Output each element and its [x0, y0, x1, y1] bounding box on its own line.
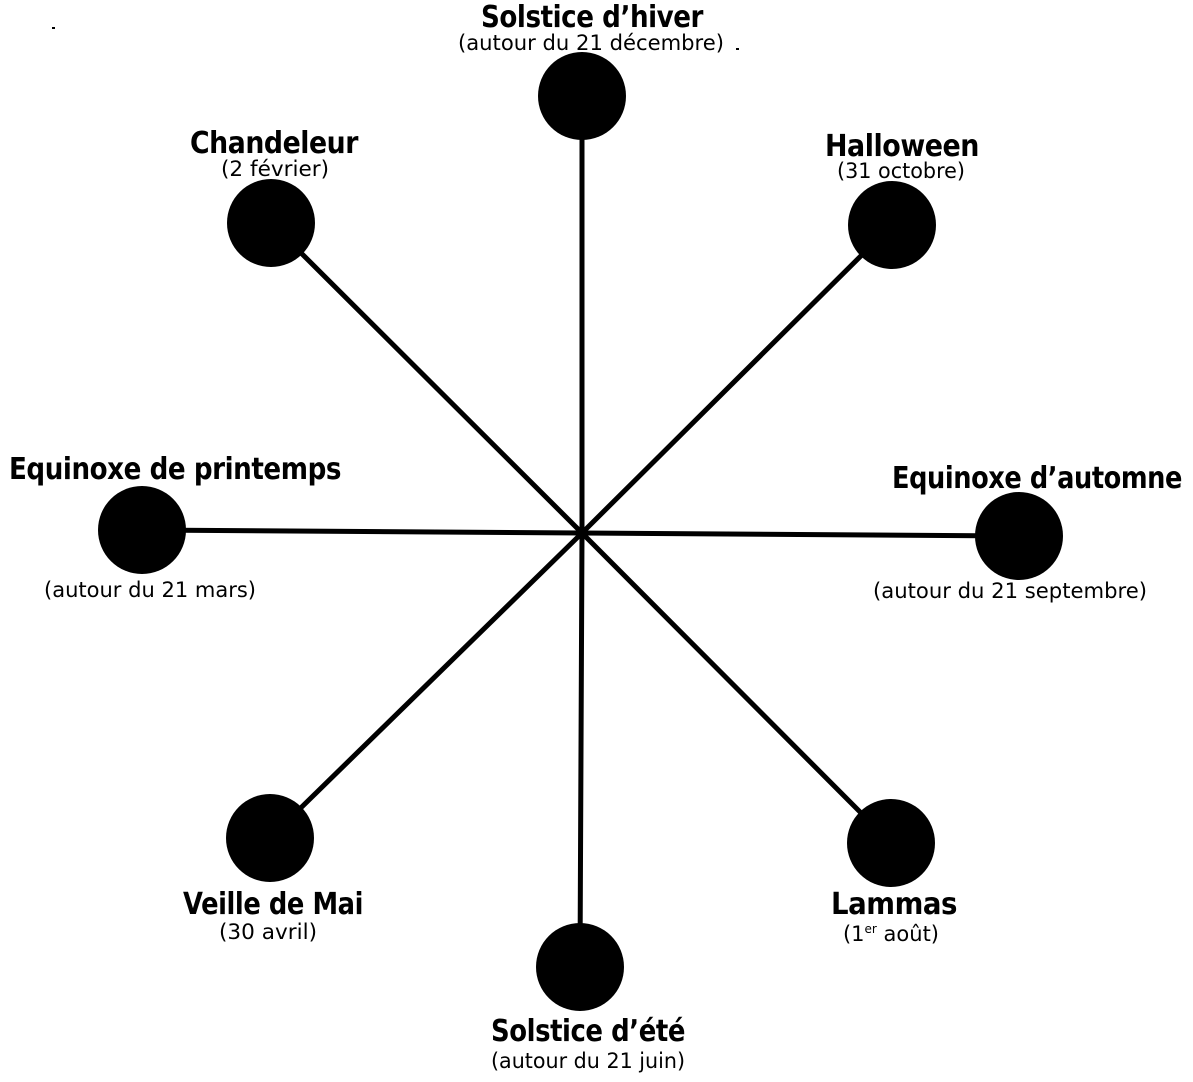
scan-specks	[52, 27, 739, 50]
node-spring-equinox	[98, 486, 186, 574]
label-may-eve-name: Veille de Mai	[183, 887, 363, 922]
festival-nodes	[98, 52, 1063, 1011]
label-lammas-name: Lammas	[831, 887, 957, 922]
node-autumn-equinox	[975, 492, 1063, 580]
scan-speck	[736, 48, 739, 50]
spoke-lammas	[579, 530, 894, 846]
node-candlemas	[227, 179, 315, 267]
label-lammas-date-superscript: er	[865, 922, 877, 936]
node-halloween	[848, 181, 936, 269]
node-summer-solstice	[536, 923, 624, 1011]
festival-labels: Solstice d’hiver (autour du 21 décembre)…	[9, 0, 1183, 1073]
spokes	[139, 93, 1022, 970]
label-summer-solstice-date: (autour du 21 juin)	[491, 1049, 685, 1073]
label-lammas-date: (1er août)	[843, 922, 939, 946]
spoke-spring-equinox	[139, 527, 585, 536]
label-candlemas-date: (2 février)	[221, 157, 329, 181]
scan-speck	[52, 27, 55, 29]
spoke-halloween	[579, 222, 895, 536]
spoke-summer-solstice	[577, 530, 585, 970]
label-autumn-equinox-name: Equinoxe d’automne	[892, 461, 1182, 496]
label-may-eve-date: (30 avril)	[219, 920, 317, 944]
node-may-eve	[226, 794, 314, 882]
label-candlemas-name: Chandeleur	[190, 126, 359, 161]
spoke-autumn-equinox	[579, 530, 1022, 539]
label-winter-solstice-name: Solstice d’hiver	[481, 0, 704, 35]
label-autumn-equinox-date: (autour du 21 septembre)	[873, 579, 1147, 603]
node-winter-solstice	[538, 52, 626, 140]
label-halloween-name: Halloween	[825, 129, 979, 164]
label-halloween-date: (31 octobre)	[837, 159, 965, 183]
label-summer-solstice-name: Solstice d’été	[491, 1014, 685, 1049]
node-lammas	[847, 799, 935, 887]
spoke-may-eve	[267, 530, 585, 841]
label-lammas-date-suffix: août)	[877, 922, 939, 946]
label-winter-solstice-date: (autour du 21 décembre)	[458, 31, 724, 55]
label-spring-equinox-name: Equinoxe de printemps	[9, 452, 341, 487]
label-spring-equinox-date: (autour du 21 mars)	[44, 578, 256, 602]
label-lammas-date-prefix: (1	[843, 922, 865, 946]
spoke-candlemas	[268, 220, 585, 536]
